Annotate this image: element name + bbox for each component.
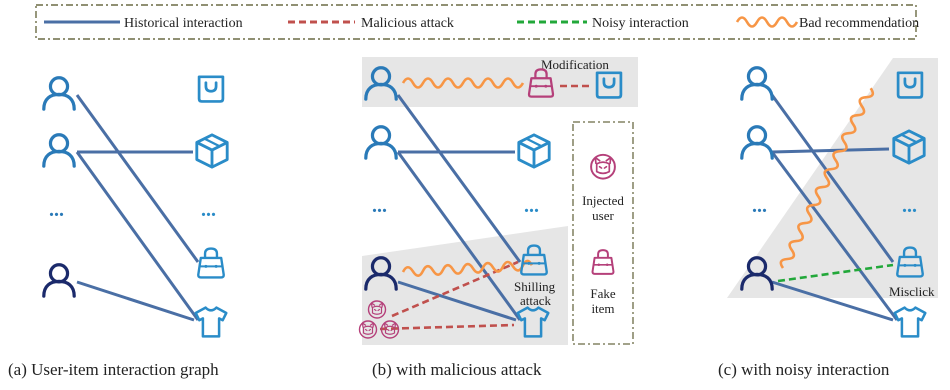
ellipsis: ... (49, 199, 64, 221)
panel-a-edges (75, 94, 200, 322)
edge (76, 280, 195, 322)
legend-bad-label: Bad recommendation (799, 16, 919, 31)
caption-b: (b) with malicious attack (372, 360, 542, 379)
injected-user-legend-icon (590, 153, 616, 180)
edge (397, 280, 517, 322)
user-icon (42, 263, 76, 298)
edge (770, 94, 895, 263)
panel-c: ... ... Misclick (727, 58, 938, 338)
user-icon (740, 125, 774, 160)
user-icon (42, 76, 76, 111)
legend-noisy-label: Noisy interaction (592, 16, 689, 31)
side-legend-frame (572, 121, 634, 345)
shopping-bag-icon (197, 75, 225, 103)
noisy-edge (777, 263, 894, 283)
legend: Historical interaction Malicious attack … (35, 4, 919, 40)
edge (396, 94, 522, 263)
box-icon (195, 133, 229, 169)
handbag-icon (197, 247, 225, 279)
ellipsis: ... (201, 199, 216, 221)
ellipsis: ... (752, 195, 767, 217)
bad-rec-wave (779, 87, 875, 269)
caption-c: (c) with noisy interaction (718, 360, 890, 379)
ellipsis: ... (372, 195, 387, 217)
panel-c-edges (770, 94, 899, 322)
panel-b: Modification ... ... Shilling a (358, 57, 638, 345)
legend-historical-label: Historical interaction (124, 16, 243, 31)
user-icon (42, 133, 76, 168)
ellipsis: ... (902, 195, 917, 217)
modification-label: Modification (541, 57, 609, 72)
panel-b-edges (396, 94, 522, 322)
bad-rec-wave (401, 77, 525, 89)
panel-b-bad-recs (401, 77, 533, 277)
legend-malicious-label: Malicious attack (361, 16, 454, 31)
edge (396, 151, 522, 321)
fake-item-legend-icon (591, 249, 615, 275)
edge (770, 151, 899, 321)
caption-a: (a) User-item interaction graph (8, 360, 219, 379)
legend-bad-wave (735, 16, 799, 28)
shilling-label-line1: Shilling (514, 279, 556, 294)
user-icon (740, 66, 774, 101)
malicious-edge (379, 323, 515, 331)
injected-label-line1: Injected (582, 193, 624, 208)
fake-label-line1: Fake (590, 286, 616, 301)
edge (771, 280, 894, 322)
panel-a: ... ... (42, 75, 229, 338)
user-icon (364, 125, 398, 160)
legend-frame (35, 4, 917, 40)
edge (75, 151, 200, 321)
shirt-icon (194, 306, 228, 338)
misclick-label: Misclick (889, 284, 935, 299)
ellipsis: ... (524, 195, 539, 217)
shilling-label-line2: attack (520, 293, 552, 308)
shirt-icon (893, 306, 927, 338)
fake-label-line2: item (591, 301, 614, 316)
figure-canvas: Historical interaction Malicious attack … (35, 4, 938, 345)
injected-label-line2: user (592, 208, 614, 223)
bad-rec-wave (401, 259, 533, 277)
modification-region (362, 57, 638, 107)
edge (771, 147, 890, 154)
box-icon (517, 133, 551, 169)
edge (75, 94, 200, 263)
